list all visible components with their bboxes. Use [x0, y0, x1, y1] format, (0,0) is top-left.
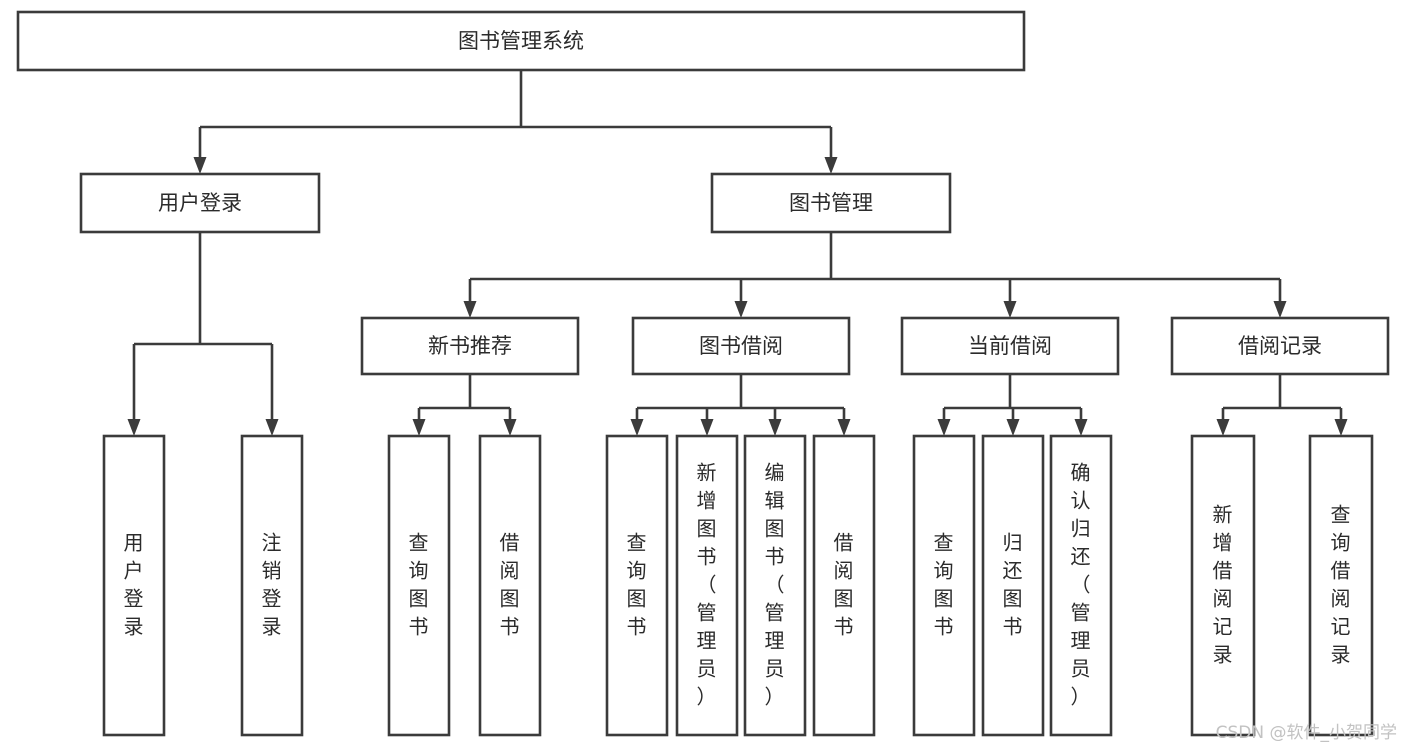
- arrow-head-icon: [1273, 301, 1287, 318]
- node-root[interactable]: 图书管理系统: [16, 10, 1026, 72]
- arrow-head-icon: [193, 157, 207, 174]
- node-label: 图书借阅: [699, 334, 783, 358]
- node-box: [710, 172, 952, 234]
- arrow-head-icon: [463, 301, 477, 318]
- node-book-manage[interactable]: 图书管理: [710, 172, 952, 234]
- node-label: 编辑图书（管理员）: [765, 460, 786, 708]
- arrow-head-icon: [1006, 419, 1020, 436]
- node-box: [360, 316, 580, 376]
- node-label: 新增借阅记录: [1213, 502, 1234, 666]
- node-leaf-user-login[interactable]: 用户登录: [102, 434, 166, 737]
- node-leaf-query-book-1[interactable]: 查询图书: [387, 434, 451, 737]
- edge-book-borrow-to-leaves: [630, 374, 851, 436]
- arrow-head-icon: [837, 419, 851, 436]
- node-box: [605, 434, 669, 737]
- node-box: [912, 434, 976, 737]
- node-label: 新增图书（管理员）: [697, 460, 718, 708]
- node-box: [79, 172, 321, 234]
- edge-book-manage-to-level3: [463, 232, 1287, 318]
- edge-current-borrow-to-leaves: [937, 374, 1088, 436]
- node-box: [478, 434, 542, 737]
- arrow-head-icon: [700, 419, 714, 436]
- arrow-head-icon: [734, 301, 748, 318]
- node-leaf-query-book-3[interactable]: 查询图书: [912, 434, 976, 737]
- node-leaf-query-book-2[interactable]: 查询图书: [605, 434, 669, 737]
- node-user-login[interactable]: 用户登录: [79, 172, 321, 234]
- node-box: [900, 316, 1120, 376]
- edge-layer: [127, 70, 1348, 436]
- node-label: 确认归还（管理员）: [1071, 460, 1092, 708]
- node-label: 用户登录: [124, 530, 145, 638]
- node-current-borrow[interactable]: 当前借阅: [900, 316, 1120, 376]
- node-borrow-record[interactable]: 借阅记录: [1170, 316, 1390, 376]
- node-box: [1049, 434, 1113, 737]
- arrow-head-icon: [768, 419, 782, 436]
- node-book-borrow[interactable]: 图书借阅: [631, 316, 851, 376]
- node-label: 图书管理系统: [458, 29, 584, 53]
- arrow-head-icon: [1216, 419, 1230, 436]
- node-label: 借阅记录: [1238, 334, 1322, 358]
- node-label: 查询借阅记录: [1331, 502, 1352, 666]
- node-leaf-query-record[interactable]: 查询借阅记录: [1308, 434, 1374, 737]
- node-box: [981, 434, 1045, 737]
- node-leaf-edit-book[interactable]: 编辑图书（管理员）: [743, 434, 807, 737]
- node-box: [16, 10, 1026, 72]
- node-leaf-borrow-book-2[interactable]: 借阅图书: [812, 434, 876, 737]
- arrow-head-icon: [1074, 419, 1088, 436]
- node-label: 注销登录: [262, 530, 283, 638]
- node-label: 新书推荐: [428, 334, 512, 358]
- edge-new-book-rec-to-leaves: [412, 374, 517, 436]
- arrow-head-icon: [824, 157, 838, 174]
- node-label: 借阅图书: [500, 530, 521, 638]
- arrow-head-icon: [503, 419, 517, 436]
- node-label: 用户登录: [158, 191, 242, 215]
- node-leaf-confirm-return[interactable]: 确认归还（管理员）: [1049, 434, 1113, 737]
- node-box: [631, 316, 851, 376]
- node-box: [102, 434, 166, 737]
- arrow-head-icon: [1003, 301, 1017, 318]
- node-leaf-return-book[interactable]: 归还图书: [981, 434, 1045, 737]
- node-box: [812, 434, 876, 737]
- node-label: 图书管理: [789, 191, 873, 215]
- node-box: [240, 434, 304, 737]
- node-leaf-add-record[interactable]: 新增借阅记录: [1190, 434, 1256, 737]
- node-box: [743, 434, 807, 737]
- node-label: 查询图书: [409, 530, 430, 638]
- node-new-book-rec[interactable]: 新书推荐: [360, 316, 580, 376]
- arrow-head-icon: [412, 419, 426, 436]
- node-label: 借阅图书: [834, 530, 855, 638]
- node-box: [1190, 434, 1256, 737]
- arrow-head-icon: [265, 419, 279, 436]
- edge-root-to-level2: [193, 70, 838, 174]
- edge-borrow-record-to-leaves: [1216, 374, 1348, 436]
- arrow-head-icon: [1334, 419, 1348, 436]
- node-box: [1170, 316, 1390, 376]
- node-box: [675, 434, 739, 737]
- edge-user-login-to-leaves: [127, 232, 279, 436]
- node-label: 归还图书: [1003, 530, 1024, 638]
- node-leaf-logout[interactable]: 注销登录: [240, 434, 304, 737]
- node-label: 查询图书: [934, 530, 955, 638]
- arrow-head-icon: [630, 419, 644, 436]
- node-box: [1308, 434, 1374, 737]
- node-label: 当前借阅: [968, 334, 1052, 358]
- node-label: 查询图书: [627, 530, 648, 638]
- node-box: [387, 434, 451, 737]
- node-leaf-add-book[interactable]: 新增图书（管理员）: [675, 434, 739, 737]
- node-layer: 图书管理系统用户登录图书管理新书推荐图书借阅当前借阅借阅记录用户登录注销登录查询…: [16, 10, 1390, 737]
- node-leaf-borrow-book-1[interactable]: 借阅图书: [478, 434, 542, 737]
- arrow-head-icon: [937, 419, 951, 436]
- arrow-head-icon: [127, 419, 141, 436]
